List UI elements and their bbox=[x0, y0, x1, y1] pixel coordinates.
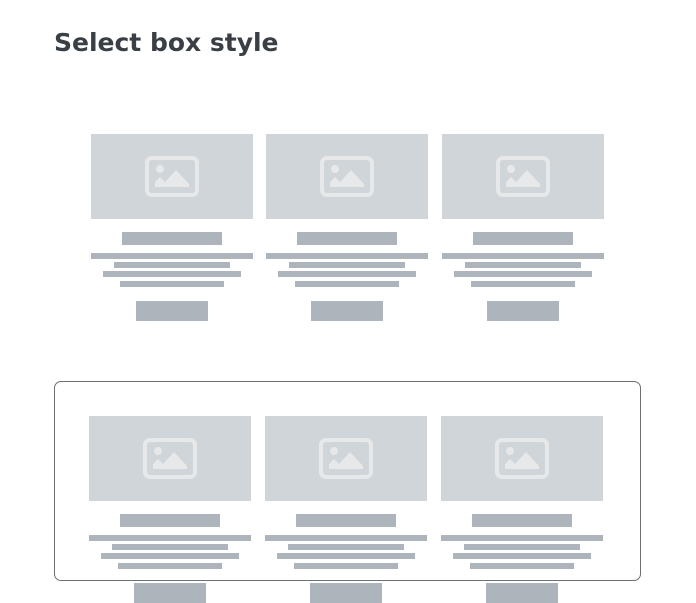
image-placeholder bbox=[442, 134, 604, 219]
text-line-placeholder bbox=[103, 271, 241, 277]
image-placeholder bbox=[91, 134, 253, 219]
button-placeholder bbox=[310, 583, 382, 603]
button-placeholder bbox=[136, 301, 208, 321]
image-placeholder bbox=[89, 416, 251, 501]
text-line-placeholder bbox=[114, 262, 230, 268]
text-line-placeholder bbox=[118, 563, 222, 569]
image-placeholder bbox=[265, 416, 427, 501]
button-placeholder bbox=[487, 301, 559, 321]
text-line-placeholder bbox=[265, 535, 427, 541]
box-style-option-bordered[interactable] bbox=[54, 381, 641, 603]
image-placeholder bbox=[266, 134, 428, 219]
text-line-placeholder bbox=[277, 553, 415, 559]
title-placeholder bbox=[296, 514, 396, 527]
text-line-placeholder bbox=[454, 271, 592, 277]
text-line-placeholder bbox=[278, 271, 416, 277]
text-line-placeholder bbox=[442, 253, 604, 259]
text-line-placeholder bbox=[288, 544, 404, 550]
text-line-placeholder bbox=[101, 553, 239, 559]
text-line-placeholder bbox=[120, 281, 224, 287]
text-line-placeholder bbox=[266, 253, 428, 259]
text-line-placeholder bbox=[91, 253, 253, 259]
title-placeholder bbox=[297, 232, 397, 245]
button-placeholder bbox=[486, 583, 558, 603]
box-style-option-plain[interactable] bbox=[54, 100, 641, 350]
text-line-placeholder bbox=[470, 563, 574, 569]
button-placeholder bbox=[134, 583, 206, 603]
title-placeholder bbox=[473, 232, 573, 245]
text-line-placeholder bbox=[471, 281, 575, 287]
text-line-placeholder bbox=[465, 262, 581, 268]
title-placeholder bbox=[122, 232, 222, 245]
text-line-placeholder bbox=[295, 281, 399, 287]
text-line-placeholder bbox=[453, 553, 591, 559]
text-line-placeholder bbox=[441, 535, 603, 541]
page-title: Select box style bbox=[54, 28, 279, 57]
text-line-placeholder bbox=[89, 535, 251, 541]
text-line-placeholder bbox=[294, 563, 398, 569]
button-placeholder bbox=[311, 301, 383, 321]
text-line-placeholder bbox=[464, 544, 580, 550]
image-placeholder bbox=[441, 416, 603, 501]
title-placeholder bbox=[120, 514, 220, 527]
title-placeholder bbox=[472, 514, 572, 527]
text-line-placeholder bbox=[112, 544, 228, 550]
text-line-placeholder bbox=[289, 262, 405, 268]
